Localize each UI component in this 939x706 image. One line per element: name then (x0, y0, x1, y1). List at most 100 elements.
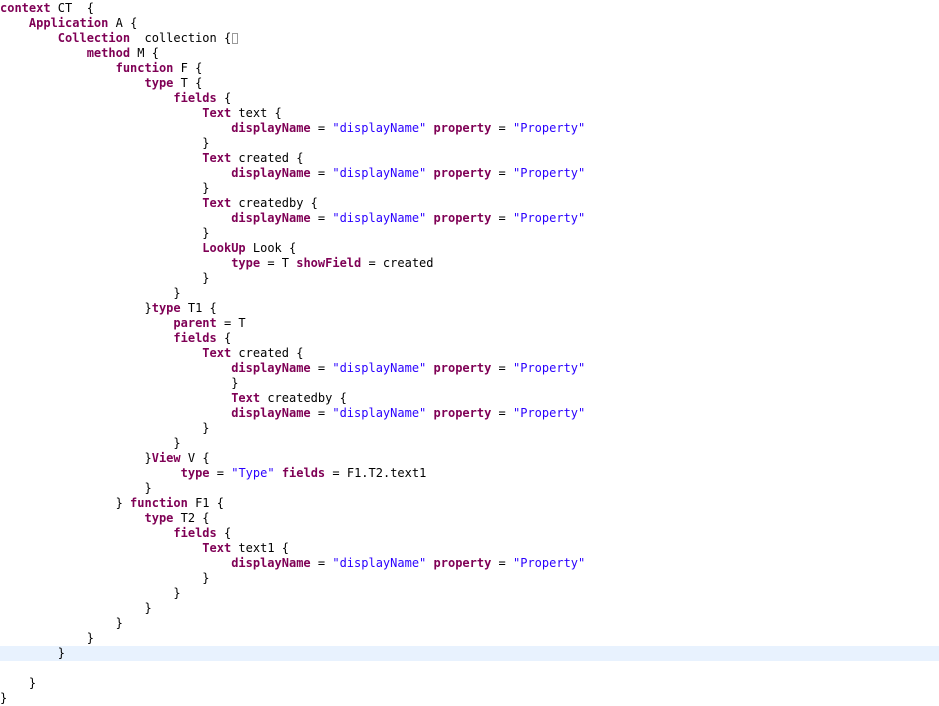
code-text: } (28, 676, 37, 690)
code-line[interactable]: } function F1 { (0, 496, 939, 511)
code-indent (0, 226, 202, 240)
code-keyword: Text (202, 541, 232, 555)
code-indent (0, 391, 231, 405)
code-text: F { (173, 61, 203, 75)
code-line[interactable]: type = "Type" fields = F1.T2.text1 (0, 466, 939, 481)
code-line[interactable]: Text created { (0, 346, 939, 361)
code-indent (0, 526, 173, 540)
code-text: createdby { (231, 196, 318, 210)
code-keyword: Application (28, 16, 109, 30)
code-line[interactable]: } (0, 286, 939, 301)
code-text: = (209, 466, 232, 480)
code-line[interactable]: Text text { (0, 106, 939, 121)
code-text: } (202, 226, 210, 240)
code-indent (0, 481, 145, 495)
code-line[interactable]: Collection collection { (0, 31, 939, 46)
code-text: created { (231, 346, 304, 360)
code-line[interactable]: } (0, 601, 939, 616)
code-line[interactable]: Text created { (0, 151, 939, 166)
code-line[interactable]: fields { (0, 526, 939, 541)
code-line[interactable]: } (0, 421, 939, 436)
code-line[interactable]: displayName = "displayName" property = "… (0, 166, 939, 181)
code-keyword: View (151, 451, 181, 465)
code-line[interactable]: } (0, 616, 939, 631)
code-text: } (0, 691, 8, 705)
code-line[interactable]: fields { (0, 91, 939, 106)
code-text: collection { (130, 31, 232, 45)
code-line[interactable]: displayName = "displayName" property = "… (0, 361, 939, 376)
code-line[interactable]: } (0, 436, 939, 451)
code-line[interactable]: Text createdby { (0, 196, 939, 211)
code-line[interactable]: }type T1 { (0, 301, 939, 316)
code-line[interactable]: } (0, 376, 939, 391)
code-text: } (144, 301, 152, 315)
code-line[interactable]: } (0, 226, 939, 241)
code-line[interactable]: } (0, 676, 939, 691)
code-string: "displayName" (332, 211, 427, 225)
code-line[interactable]: displayName = "displayName" property = "… (0, 406, 939, 421)
code-line[interactable]: displayName = "displayName" property = "… (0, 556, 939, 571)
code-indent (0, 46, 87, 60)
code-line[interactable]: LookUp Look { (0, 241, 939, 256)
code-line[interactable]: Application A { (0, 16, 939, 31)
code-line[interactable]: displayName = "displayName" property = "… (0, 121, 939, 136)
code-line[interactable]: type T { (0, 76, 939, 91)
code-indent (0, 601, 145, 615)
code-keyword: displayName (231, 406, 311, 420)
code-text: T2 { (173, 511, 210, 525)
code-keyword: displayName (231, 361, 311, 375)
code-line[interactable]: Text createdby { (0, 391, 939, 406)
code-line-current[interactable]: } (0, 646, 939, 661)
code-indent (0, 241, 202, 255)
code-indent (0, 286, 173, 300)
code-line[interactable] (0, 661, 939, 676)
code-indent (0, 496, 116, 510)
code-line[interactable]: displayName = "displayName" property = "… (0, 211, 939, 226)
code-line[interactable]: } (0, 571, 939, 586)
code-indent (0, 421, 202, 435)
code-line[interactable]: }View V { (0, 451, 939, 466)
code-keyword: Text (202, 106, 232, 120)
code-line[interactable]: } (0, 136, 939, 151)
code-line[interactable]: context CT { (0, 1, 939, 16)
code-line[interactable]: parent = T (0, 316, 939, 331)
code-keyword: property (433, 556, 492, 570)
code-text: = (491, 211, 513, 225)
code-indent (0, 586, 173, 600)
code-string: "Property" (513, 166, 586, 180)
code-text: } (86, 631, 94, 645)
code-text: = (310, 121, 333, 135)
code-line[interactable]: } (0, 181, 939, 196)
code-line[interactable]: } (0, 691, 939, 706)
code-text: } (202, 271, 210, 285)
code-line[interactable]: } (0, 481, 939, 496)
code-text (275, 466, 282, 480)
code-text: text { (231, 106, 282, 120)
code-string: "displayName" (332, 556, 427, 570)
code-string: "Property" (513, 556, 586, 570)
code-line[interactable]: Text text1 { (0, 541, 939, 556)
code-line[interactable]: type T2 { (0, 511, 939, 526)
code-text: } (173, 286, 181, 300)
code-indent (0, 361, 231, 375)
code-line[interactable]: } (0, 271, 939, 286)
code-line[interactable]: type = T showField = created (0, 256, 939, 271)
code-indent (0, 91, 173, 105)
code-line[interactable]: } (0, 586, 939, 601)
code-text: = T (260, 256, 297, 270)
code-text: = (310, 166, 333, 180)
code-line[interactable]: fields { (0, 331, 939, 346)
code-keyword: displayName (231, 211, 311, 225)
code-line[interactable]: } (0, 631, 939, 646)
code-line[interactable]: function F { (0, 61, 939, 76)
code-indent (0, 136, 202, 150)
code-keyword: property (433, 361, 492, 375)
code-keyword: showField (296, 256, 362, 270)
code-text: createdby { (260, 391, 347, 405)
code-string: "Property" (513, 361, 586, 375)
code-string: "Property" (513, 121, 586, 135)
code-line[interactable]: method M { (0, 46, 939, 61)
code-text: CT { (50, 1, 94, 15)
code-indent (0, 151, 202, 165)
